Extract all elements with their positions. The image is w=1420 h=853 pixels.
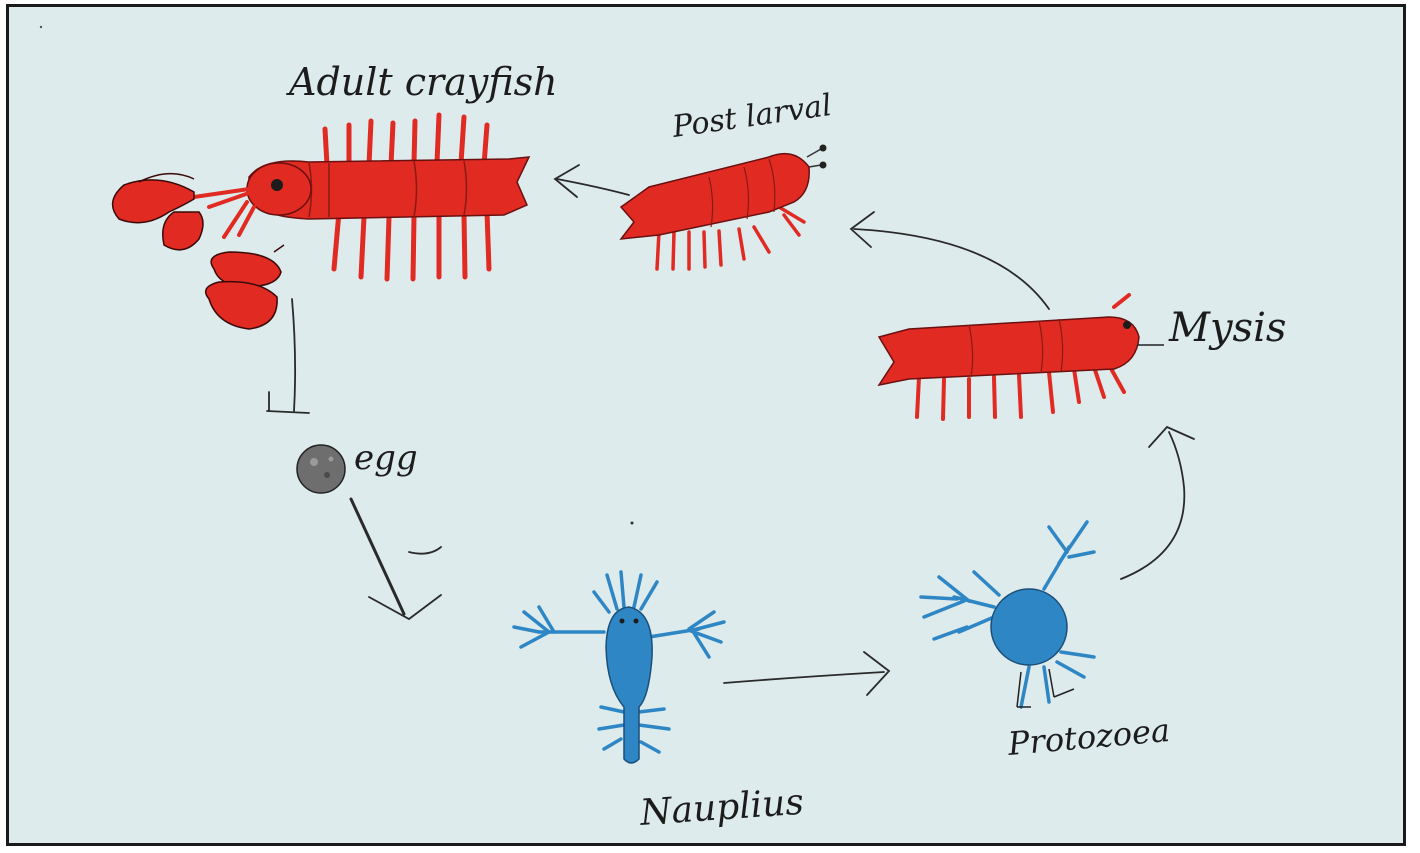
paper-speck [631,522,634,525]
label-egg: egg [354,438,418,478]
drawing-frame: Adult crayfish Post larval Mysis egg Nau… [6,4,1406,846]
egg-drawing [297,445,345,493]
paper-speck [40,26,42,28]
label-mysis: Mysis [1168,305,1286,351]
label-adult-crayfish: Adult crayfish [286,60,558,104]
life-cycle-diagram: Adult crayfish Post larval Mysis egg Nau… [9,7,1403,843]
